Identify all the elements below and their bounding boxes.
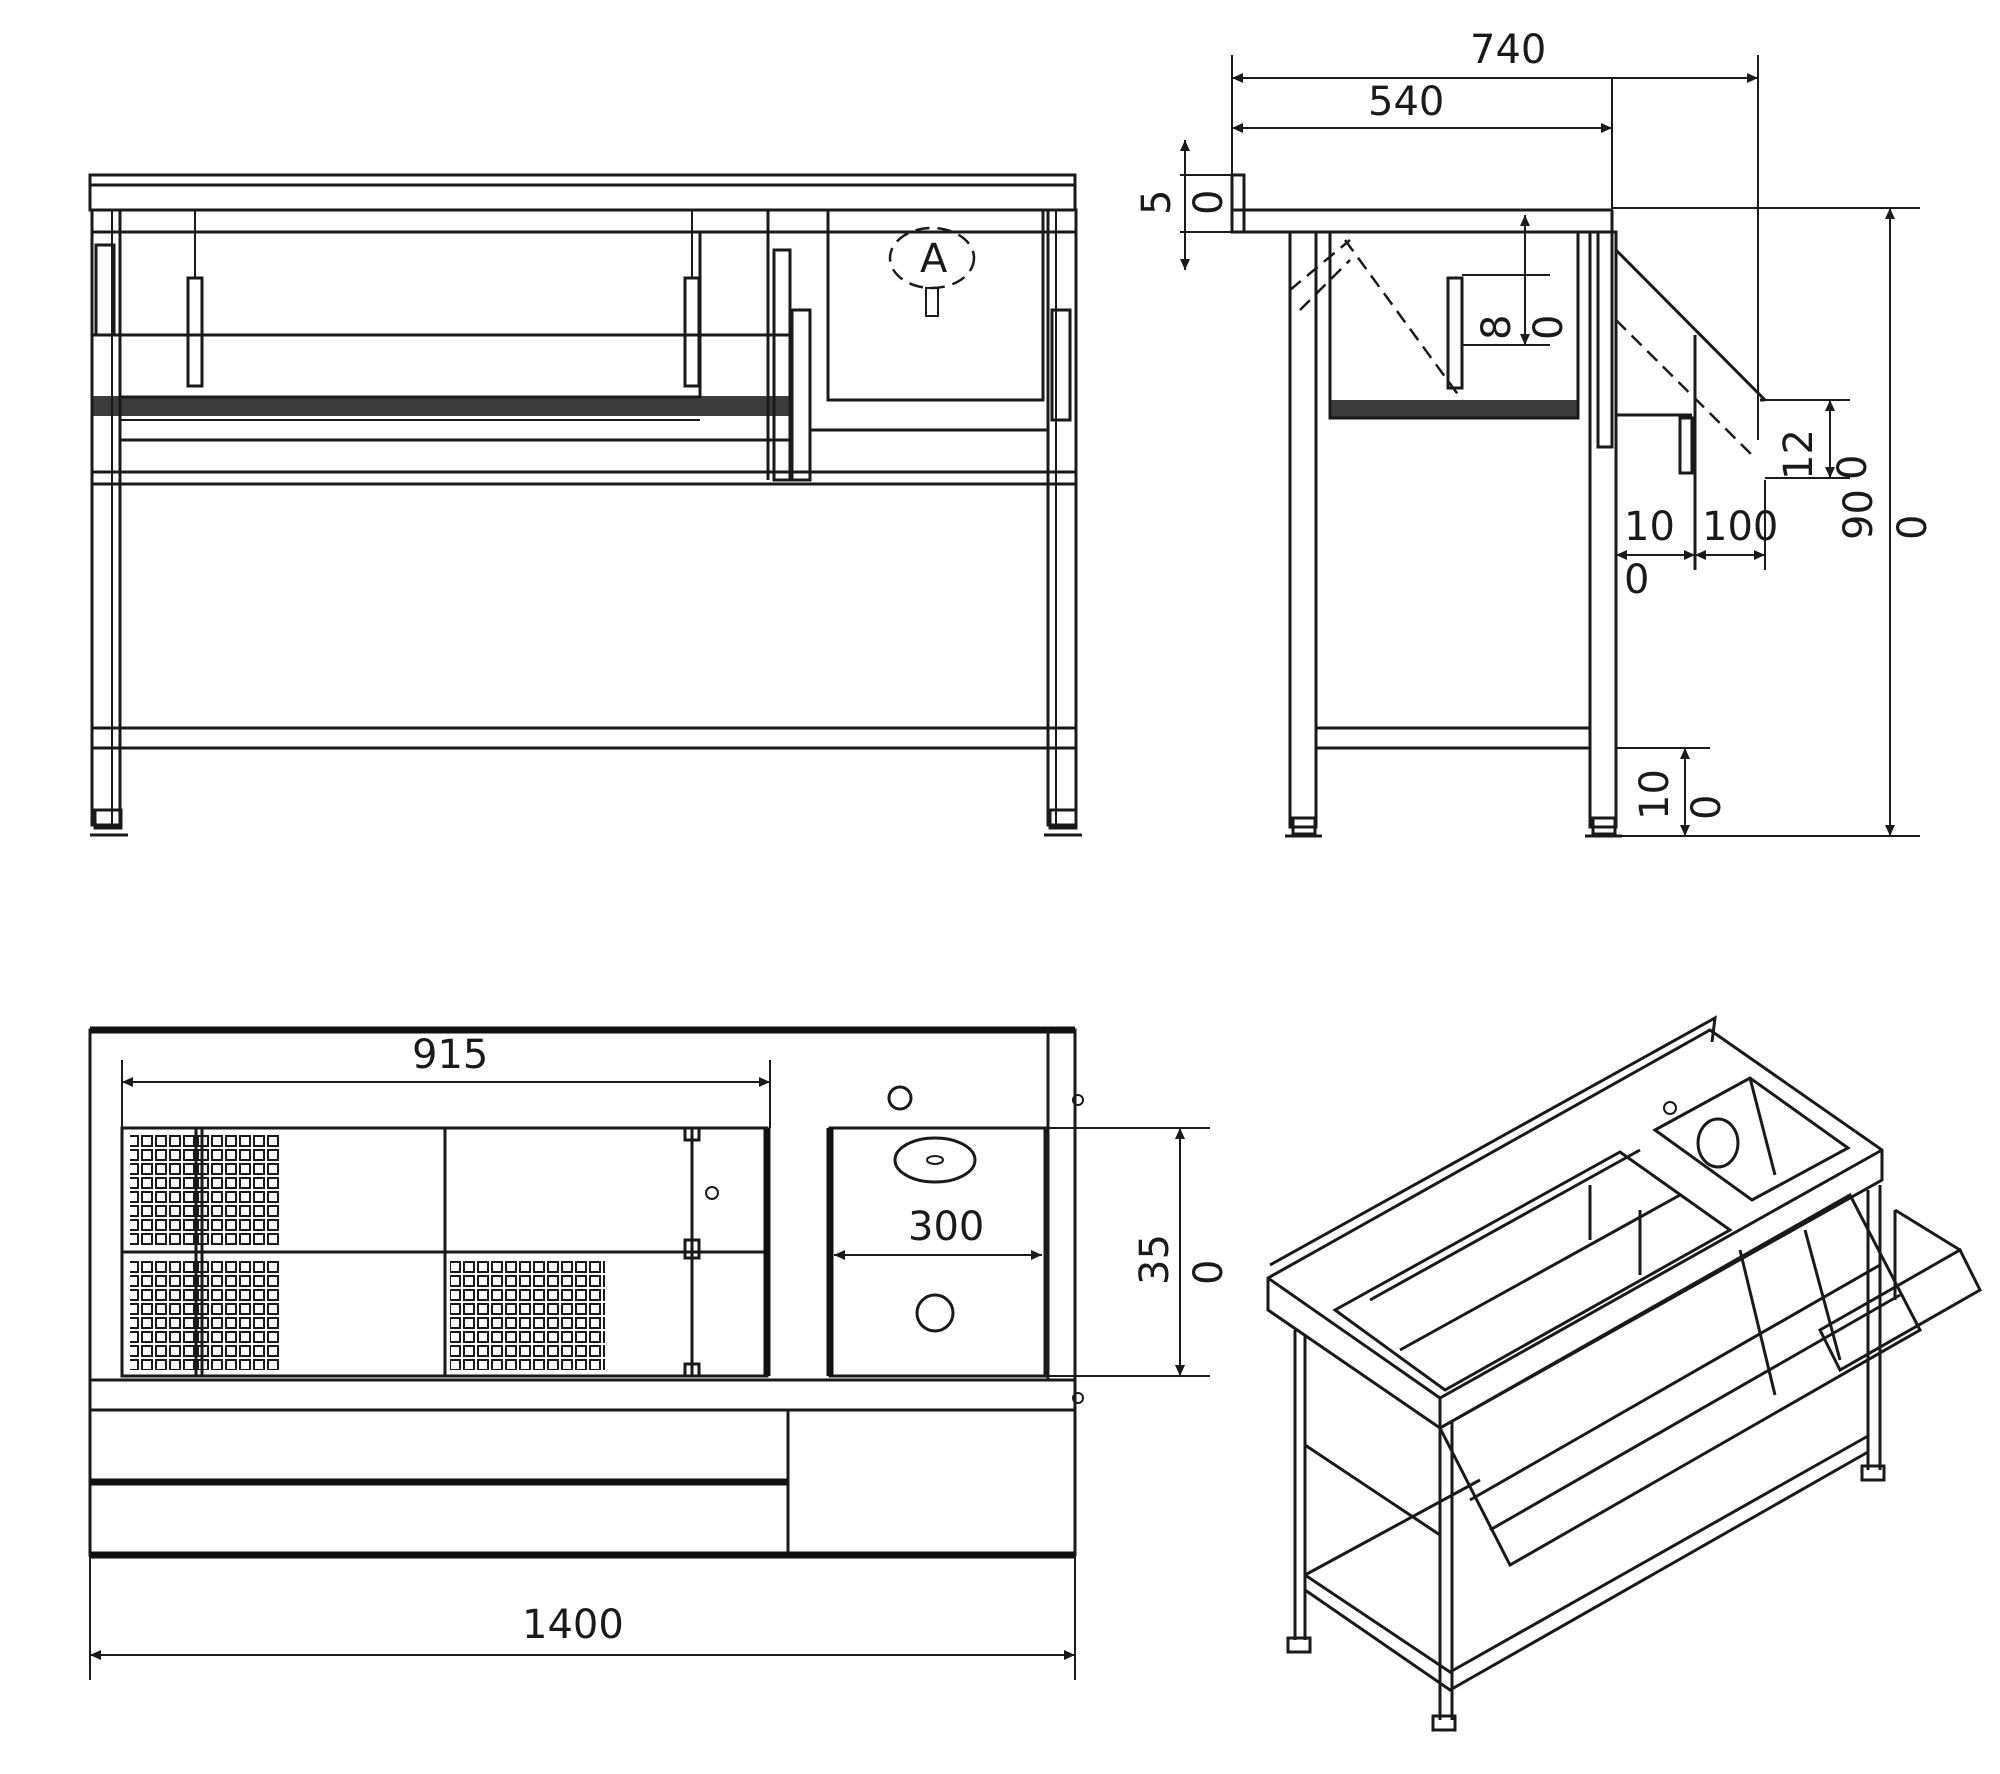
- front-sink-bowl: [826, 208, 1045, 402]
- dim-90-zero: 0: [1890, 515, 1936, 540]
- svg-text:A: A: [920, 236, 948, 282]
- dim-915: 915: [412, 1032, 488, 1078]
- dim-foot-10: 10: [1632, 769, 1678, 820]
- front-heavy-rail: [92, 396, 792, 416]
- front-worktop: [88, 173, 1077, 212]
- plan-perforated-grid-1: [130, 1135, 280, 1245]
- dim-8-zero: 0: [1526, 315, 1572, 340]
- dim-12: 12: [1776, 429, 1822, 480]
- front-handle-left: [186, 276, 204, 388]
- isometric-view: [1266, 1015, 1982, 1732]
- front-view: A: [88, 173, 1082, 837]
- side-front-leg: [1288, 230, 1318, 829]
- dim-foot-10-zero: 0: [1684, 795, 1730, 820]
- plan-drain-icon: [893, 1136, 977, 1184]
- side-upstand: [1230, 173, 1246, 234]
- iso-inclined-shelf: [1438, 1192, 1922, 1568]
- front-left-foot: [93, 808, 123, 830]
- plan-sink-bowl: [828, 1126, 1047, 1378]
- dim-8: 8: [1474, 315, 1520, 340]
- front-right-leg: [1046, 208, 1078, 827]
- dim-12-zero: 0: [1830, 455, 1876, 480]
- iso-insert-recess: [1332, 1150, 1733, 1392]
- dim-5-zero: 0: [1186, 190, 1232, 215]
- dim-300: 300: [908, 1204, 984, 1250]
- plan-perforated-grid-2: [130, 1260, 280, 1370]
- plan-perforated-grid-3: [450, 1260, 605, 1370]
- iso-worktop: [1266, 1028, 1884, 1430]
- front-handle-right: [683, 276, 701, 388]
- dim-1400: 1400: [522, 1602, 624, 1648]
- iso-drain-icon: [1696, 1117, 1740, 1169]
- side-view: 740 540 5 0 8 0: [1134, 27, 1936, 838]
- dim-35: 35: [1132, 1234, 1178, 1285]
- dim-740: 740: [1470, 27, 1546, 73]
- iso-sink: [1652, 1076, 1851, 1202]
- dim-10-zero: 0: [1624, 557, 1649, 603]
- dim-90: 90: [1836, 489, 1882, 540]
- dim-100: 100: [1702, 504, 1778, 550]
- dim-540: 540: [1368, 79, 1444, 125]
- front-left-leg: [90, 208, 122, 827]
- plan-view: 915 300 35 0 1400: [88, 1026, 1232, 1680]
- dim-10: 10: [1624, 504, 1675, 550]
- dim-35-zero: 0: [1186, 1260, 1232, 1285]
- front-right-foot: [1048, 808, 1078, 830]
- dim-5: 5: [1134, 190, 1180, 215]
